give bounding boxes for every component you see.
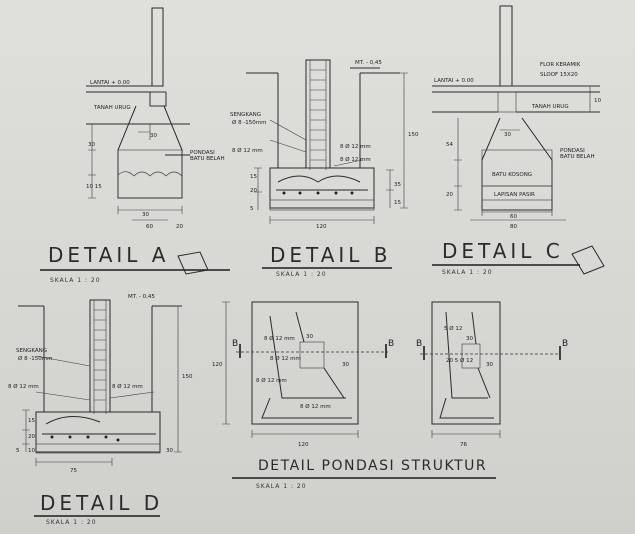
pondasi-plan-2-side: 30 — [486, 362, 493, 368]
detail-b-level: MT. - 0,45 — [355, 60, 382, 66]
pondasi-plan-1-col: 30 — [306, 334, 313, 340]
detail-a-dim-6: 20 — [176, 224, 183, 230]
pondasi-plan-1-width: 120 — [298, 442, 309, 448]
detail-d-rebar-right: 8 Ø 12 mm — [112, 383, 143, 390]
detail-d-stirrup-spec: Ø 8 -150mm — [18, 355, 53, 362]
detail-a-floor-label: LANTAI + 0.00 — [90, 80, 130, 86]
detail-d-stirrup: SENGKANG — [16, 348, 47, 354]
detail-a-dim-1: 30 — [150, 133, 157, 139]
detail-b-rebar-left: 8 Ø 12 mm — [232, 147, 263, 154]
detail-b-dim-1: 35 — [394, 182, 401, 188]
detail-b-dim-3: 5 — [250, 206, 254, 212]
detail-b-dim-2: 15 — [394, 200, 401, 206]
pondasi-title: DETAIL PONDASI STRUKTUR — [258, 458, 487, 474]
pondasi-plan-1-c4: 8 Ø 12 mm — [300, 403, 331, 410]
pondasi-plan-1-height: 120 — [212, 362, 223, 368]
detail-a-foundation-label-2: BATU BELAH — [190, 156, 225, 162]
pondasi-plan-1-c3: 8 Ø 12 mm — [256, 377, 287, 384]
detail-c-scale: SKALA 1 : 20 — [442, 269, 493, 276]
detail-c-dim-5: 80 — [510, 224, 517, 230]
detail-d-width: 75 — [70, 468, 77, 474]
detail-c-foundation-label-2: BATU BELAH — [560, 154, 595, 160]
detail-c-sloof: SLOOF 15X20 — [540, 72, 578, 78]
detail-c-soil: TANAH URUG — [531, 104, 569, 110]
detail-c-dim-2: 54 — [446, 142, 453, 148]
detail-a-dim-5: 60 — [146, 224, 153, 230]
detail-b-width: 120 — [316, 224, 327, 230]
detail-b-stirrup: SENGKANG — [230, 112, 261, 118]
detail-a-soil-label: TANAH URUG — [93, 105, 131, 111]
pondasi-plan-2-width: 76 — [460, 442, 467, 448]
detail-d-title: DETAIL D — [40, 491, 163, 515]
detail-a-title: DETAIL A — [48, 243, 169, 267]
detail-c-drawing — [432, 5, 600, 221]
detail-b-height: 150 — [408, 132, 419, 138]
detail-b-stirrup-spec: Ø 8 -150mm — [232, 119, 267, 126]
pondasi-plan-1-c2: 8 Ø 12 mm — [270, 355, 301, 362]
pondasi-plan-1 — [222, 301, 388, 438]
detail-d-scale: SKALA 1 : 20 — [46, 519, 97, 526]
detail-c-dim-4: 60 — [510, 214, 517, 220]
detail-b-scale: SKALA 1 : 20 — [276, 271, 327, 278]
detail-d-height: 150 — [182, 374, 193, 380]
detail-c-dim-6: 10 — [594, 98, 601, 104]
detail-a-dim-2: 30 — [88, 142, 95, 148]
pondasi-plan-1-cut-right: B — [388, 339, 394, 349]
detail-d-dim-5: 30 — [166, 448, 173, 454]
detail-d-dim-1: 20 — [28, 434, 35, 440]
detail-b-dim-5: 20 — [250, 188, 257, 194]
pondasi-plan-1-side: 30 — [342, 362, 349, 368]
detail-d-dim-2: 10 — [28, 448, 35, 454]
detail-d-drawing — [18, 299, 182, 466]
detail-a-stamp — [177, 251, 209, 275]
detail-c-sand: LAPISAN PASIR — [494, 192, 535, 198]
detail-a-dim-3: 10 15 — [86, 184, 102, 190]
pondasi-plan-2-col: 30 — [466, 336, 473, 342]
detail-c-dim-1: 30 — [504, 132, 511, 138]
pondasi-scale: SKALA 1 : 20 — [256, 483, 307, 490]
pondasi-plan-2-c2: 20 5 Ø 12 — [446, 357, 473, 364]
pondasi-plan-2-cut-left: B — [416, 339, 422, 349]
detail-c-floor: LANTAI + 0.00 — [434, 78, 474, 84]
detail-a-drawing — [86, 7, 190, 221]
detail-c-title: DETAIL C — [442, 239, 564, 263]
detail-d-rebar-left: 8 Ø 12 mm — [8, 383, 39, 390]
pondasi-plan-1-c1: 8 Ø 12 mm — [264, 335, 295, 342]
detail-c-dim-3: 20 — [446, 192, 453, 198]
detail-b-title: DETAIL B — [270, 243, 392, 267]
detail-b-rebar-bottom: 8 Ø 12 mm — [340, 156, 371, 163]
pondasi-plan-2 — [420, 301, 561, 438]
detail-b-dim-4: 15 — [250, 174, 257, 180]
pondasi-plan-2-cut-right: B — [562, 339, 568, 349]
detail-a-foundation-label: PONDASI — [190, 150, 215, 156]
detail-c-stamp — [571, 245, 605, 275]
detail-c-foundation-label: PONDASI — [560, 148, 585, 154]
detail-d-dim-4: 5 — [16, 448, 20, 454]
detail-a-dim-4: 30 — [142, 212, 149, 218]
detail-d-level: MT. - 0,45 — [128, 294, 155, 300]
detail-c-stone: BATU KOSONG — [492, 172, 532, 178]
detail-b-rebar-right: 8 Ø 12 mm — [340, 143, 371, 150]
pondasi-plan-2-c1: 5 Ø 12 — [444, 325, 462, 332]
detail-d-dim-3: 15 — [28, 418, 35, 424]
detail-a-scale: SKALA 1 : 20 — [50, 277, 101, 284]
detail-b-drawing — [246, 59, 408, 224]
detail-c-tile: FLOR KERAMIK — [540, 62, 581, 68]
pondasi-plan-1-cut-left: B — [232, 339, 238, 349]
